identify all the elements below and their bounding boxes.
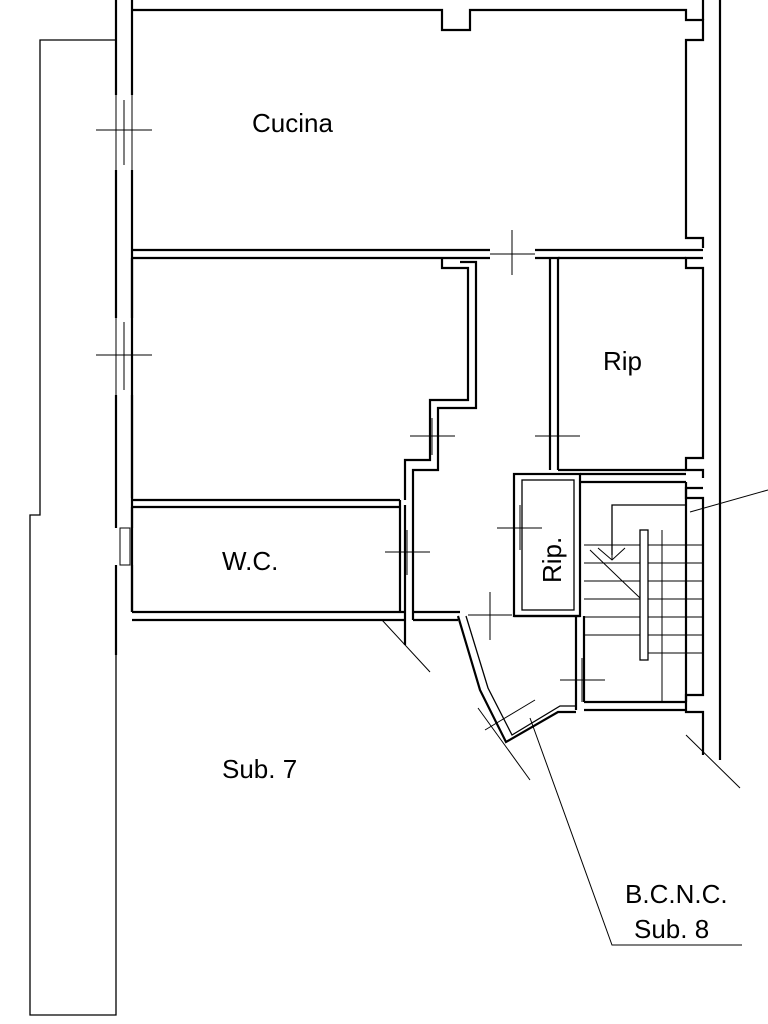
label-sub8: Sub. 8	[634, 914, 709, 944]
door-cucina	[490, 230, 535, 275]
entrance-walls	[381, 615, 741, 789]
callout-leaders	[529, 489, 768, 946]
room-wc: W.C.	[130, 500, 405, 622]
label-rip-right: Rip	[603, 346, 642, 376]
label-bcnc: B.C.N.C.	[625, 879, 728, 909]
right-exterior-wall	[684, 0, 722, 760]
label-rip-small: Rip.	[537, 537, 567, 583]
room-cucina: Cucina	[132, 8, 705, 260]
sub7-boundary	[29, 0, 117, 1016]
room-rip-right: Rip	[548, 256, 686, 472]
room-rip-small: Rip.	[512, 472, 582, 618]
window-marks-left	[96, 95, 152, 566]
label-cucina: Cucina	[252, 108, 333, 138]
room-bedroom	[130, 258, 478, 509]
label-sub7: Sub. 7	[222, 754, 297, 784]
stair-enclosure	[514, 472, 688, 712]
staircase	[584, 504, 703, 702]
label-wc: W.C.	[222, 546, 278, 576]
corridor-lower	[403, 505, 460, 645]
